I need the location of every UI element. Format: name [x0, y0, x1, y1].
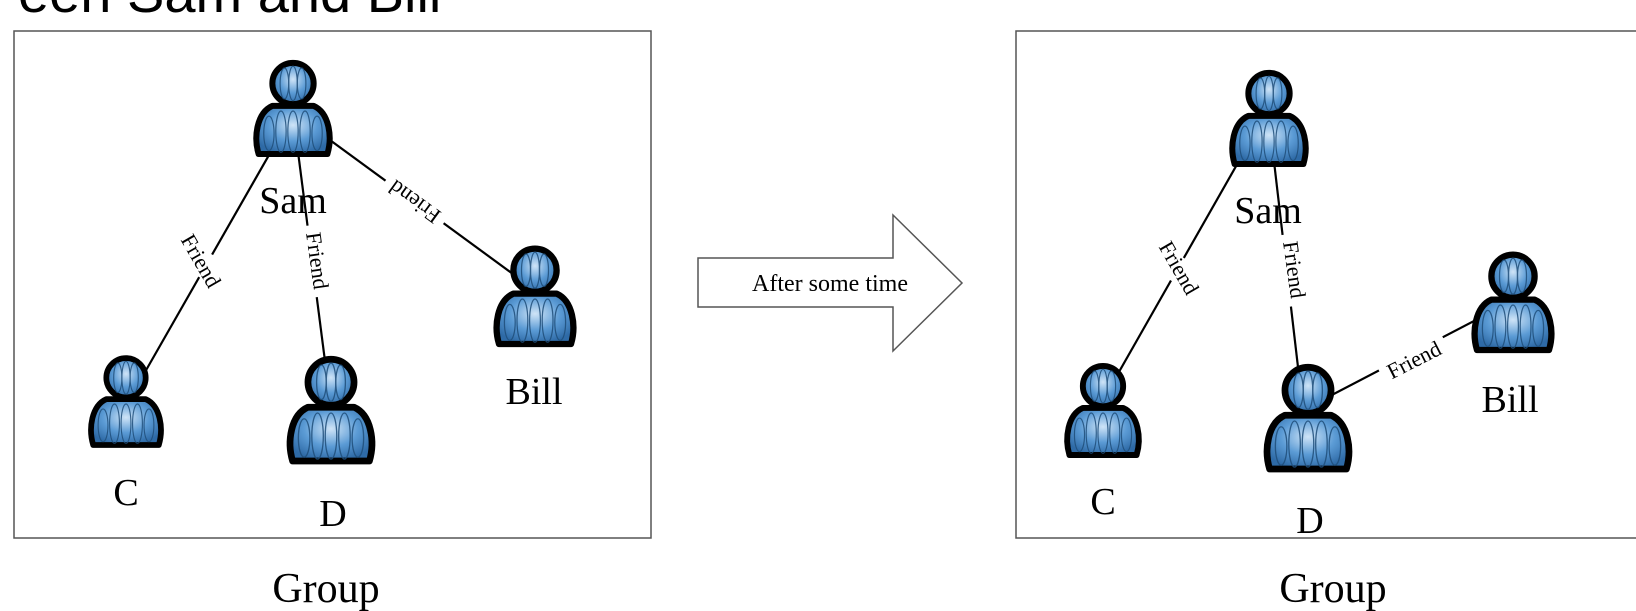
node-d: D — [290, 359, 372, 535]
node-c: C — [91, 358, 161, 514]
node-bill: Bill — [497, 249, 574, 413]
node-label: D — [319, 493, 346, 535]
node-label: Sam — [1234, 190, 1302, 232]
node-sam: Sam — [1232, 73, 1305, 232]
transition-arrow: After some time — [697, 213, 964, 353]
arrow-right-icon — [697, 213, 964, 353]
panel-before: Friend Friend Friend Sam C D Bill — [13, 30, 652, 611]
panel-after: Friend Friend Friend Sam C D Bill — [1015, 30, 1636, 611]
node-label: Bill — [1481, 379, 1538, 421]
node-d: D — [1267, 367, 1349, 542]
group-label: Group — [1279, 566, 1386, 611]
node-label: Bill — [505, 371, 562, 413]
node-c: C — [1067, 366, 1139, 523]
arrow-label: After some time — [752, 271, 908, 297]
node-label: Sam — [259, 180, 327, 222]
node-bill: Bill — [1475, 255, 1552, 421]
node-sam: Sam — [256, 63, 329, 222]
node-label: C — [113, 472, 138, 514]
group-label: Group — [272, 566, 379, 611]
edge-sam-d: Friend — [291, 112, 334, 401]
node-label: C — [1090, 481, 1115, 523]
page-title: een Sam and Bill — [18, 0, 441, 24]
node-label: D — [1296, 500, 1323, 542]
